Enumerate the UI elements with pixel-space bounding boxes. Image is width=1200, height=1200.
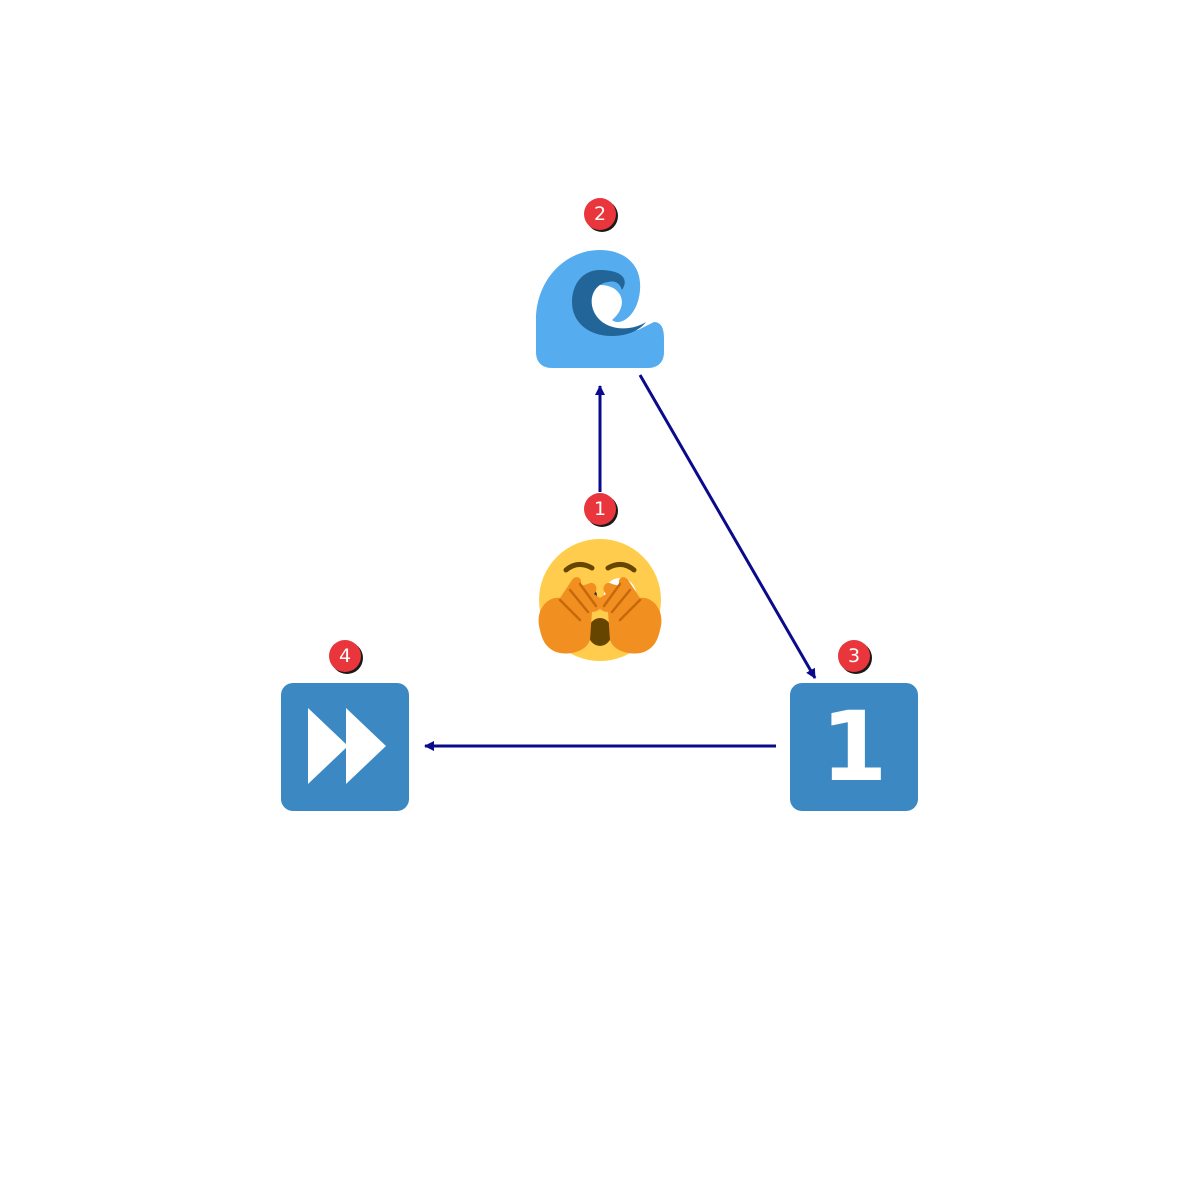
badge-4-label: 4 (339, 645, 351, 667)
badge-4: 4 (329, 640, 363, 674)
edge-2-to-3 (638, 374, 817, 679)
node-4 (281, 683, 409, 811)
fast-forward-icon (281, 683, 409, 811)
badge-3: 3 (838, 640, 872, 674)
badge-3-label: 3 (848, 645, 860, 667)
water-wave-icon (536, 250, 664, 368)
keycap-digit: 1 (821, 691, 888, 803)
badge-2: 2 (584, 198, 618, 232)
keycap-digit-one-icon: 1 (790, 683, 918, 811)
badge-2-label: 2 (594, 203, 606, 225)
node-2 (536, 250, 664, 368)
edges (424, 374, 817, 751)
node-3: 1 (790, 683, 918, 811)
face-with-hand-over-eyes-icon (538, 539, 662, 661)
badge-1: 1 (584, 493, 618, 527)
node-1 (538, 539, 662, 661)
badges: 1 2 3 4 (329, 198, 872, 674)
badge-1-label: 1 (594, 498, 606, 520)
